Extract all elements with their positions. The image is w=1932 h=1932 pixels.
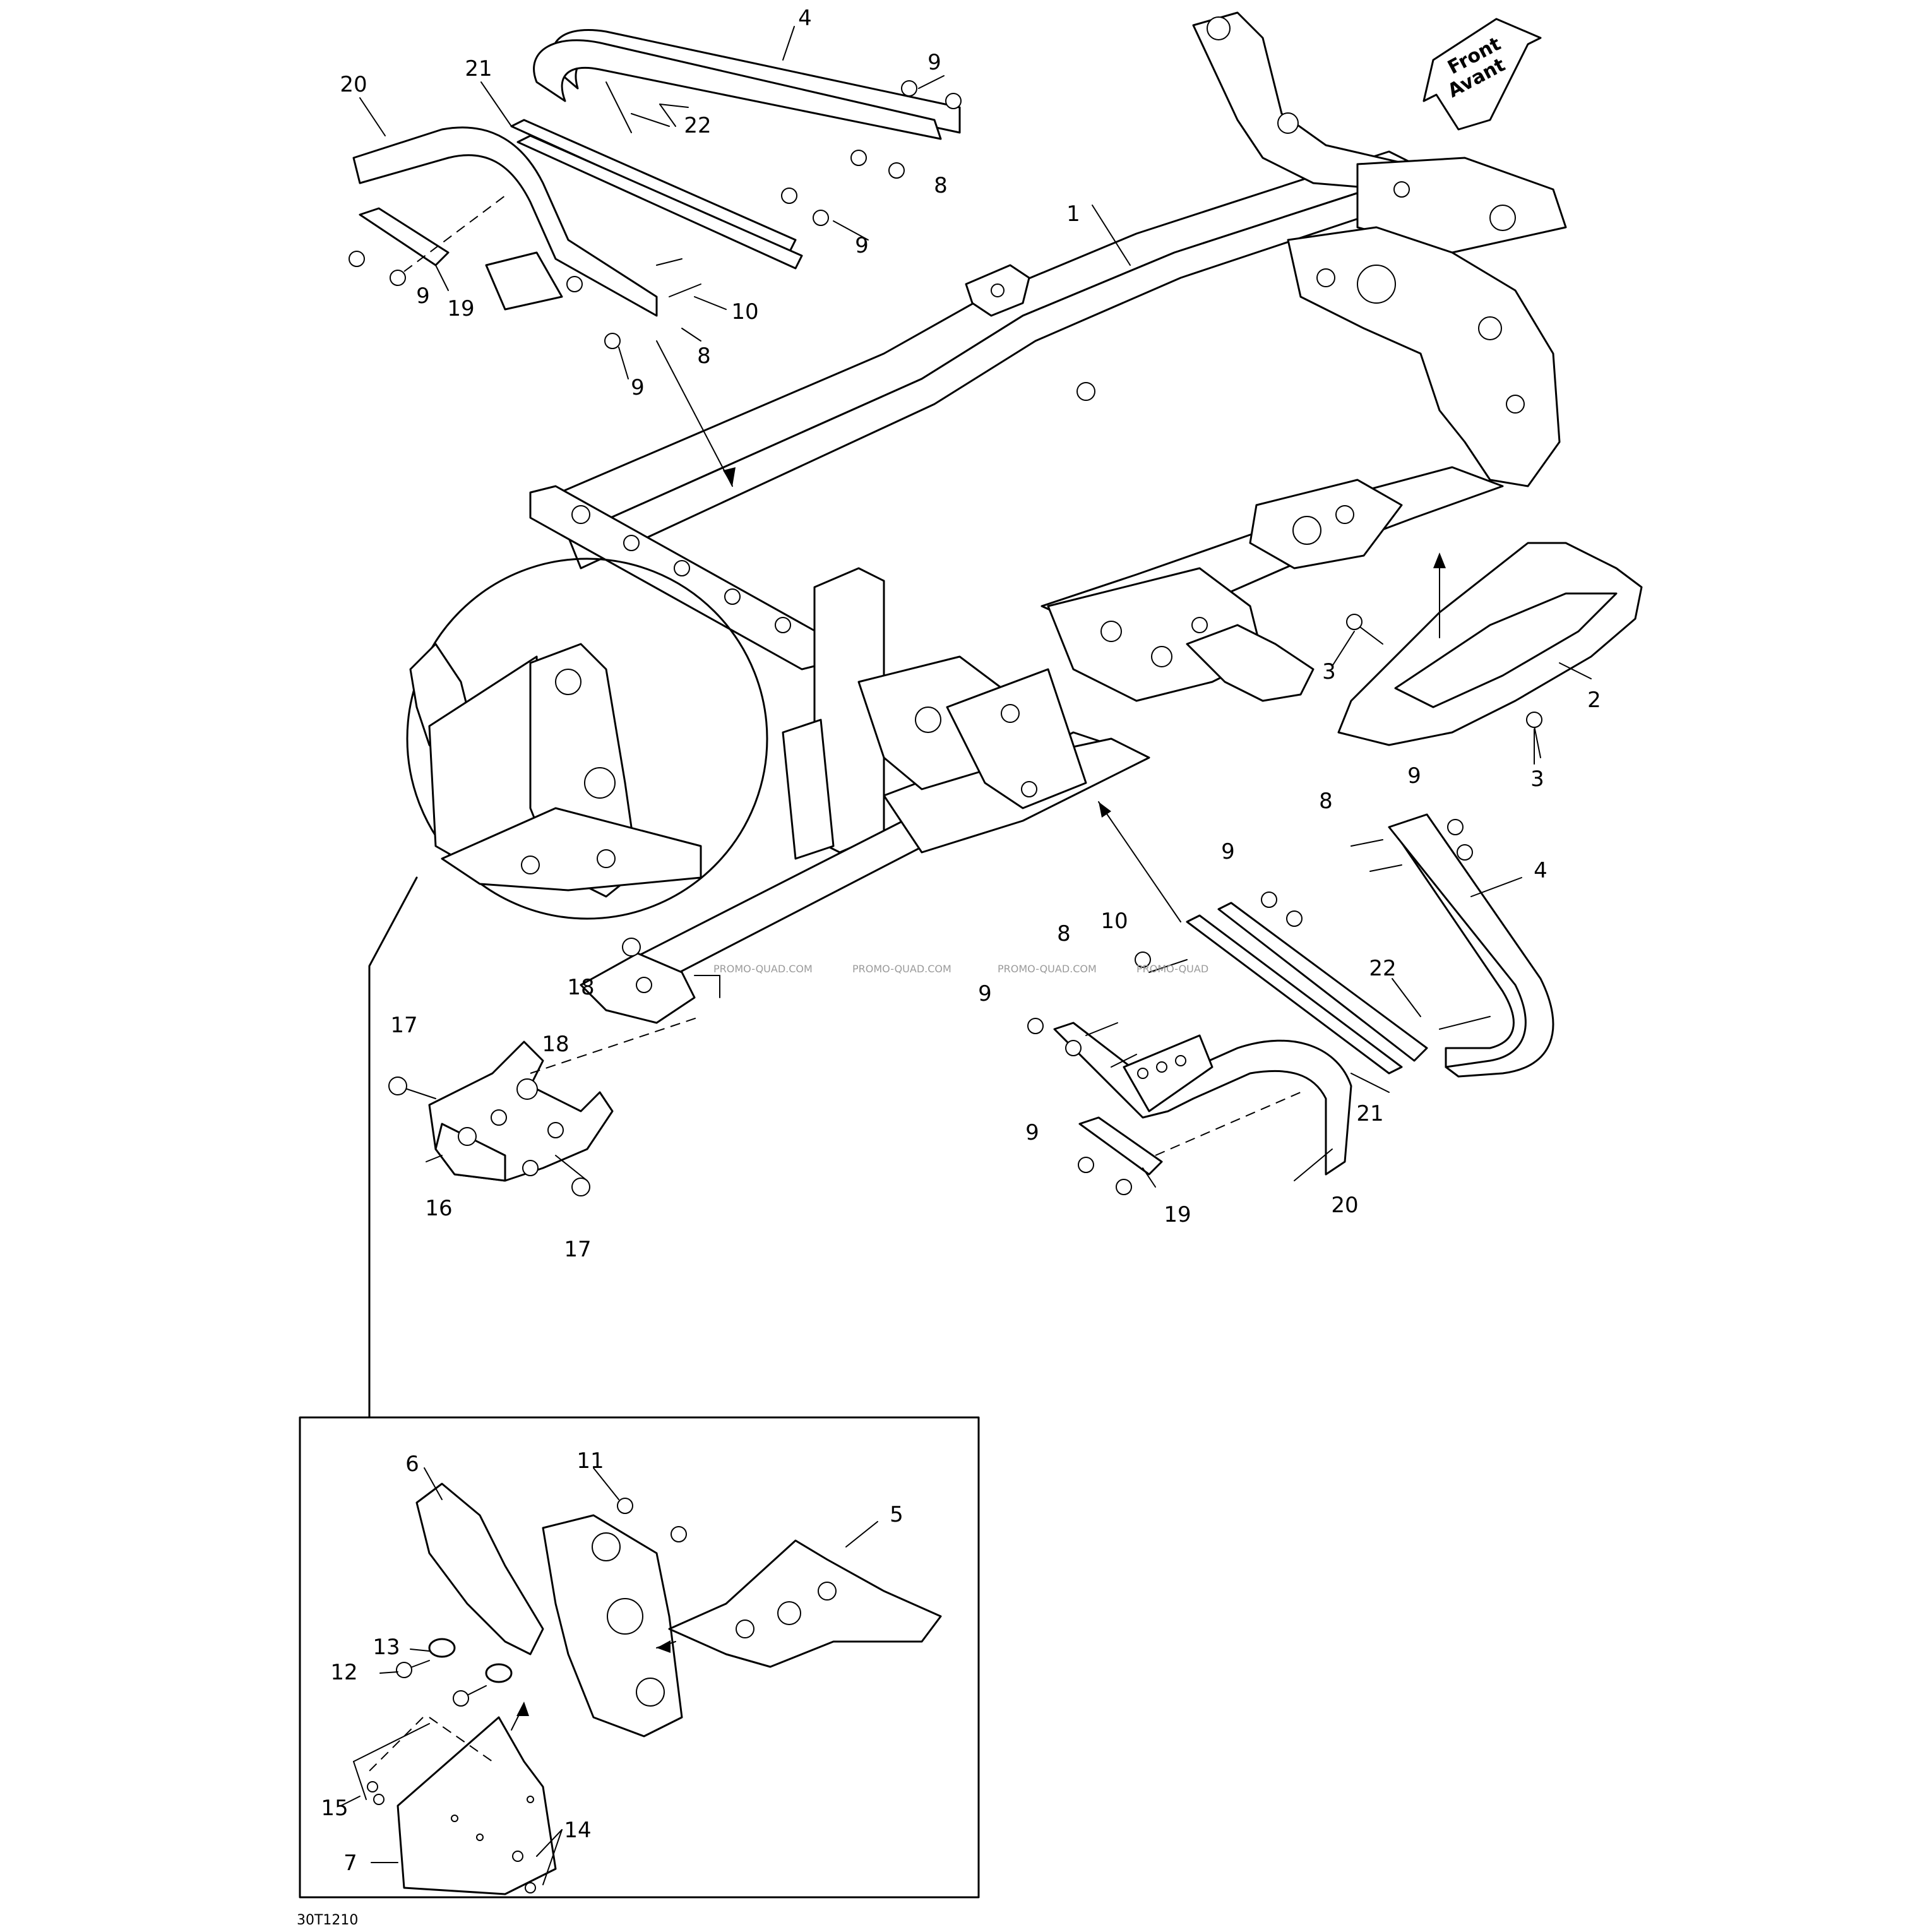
callout-10: 10: [1100, 909, 1128, 934]
main-frame: [529, 11, 1567, 1024]
callout-8: 8: [1057, 921, 1071, 946]
lower-grab-bar-assembly: [1027, 552, 1554, 1195]
callout-9: 9: [855, 233, 869, 258]
callout-10: 10: [731, 299, 758, 325]
watermarks: PROMO-QUAD.COM PROMO-QUAD.COM PROMO-QUAD…: [713, 963, 1208, 975]
rear-bracket: [388, 938, 701, 1196]
callout-7: 7: [343, 1851, 357, 1876]
callout-22: 22: [684, 113, 711, 138]
callout-22: 22: [1369, 956, 1396, 981]
callout-4: 4: [798, 6, 812, 31]
front-direction-arrow: Front Avant: [1422, 18, 1542, 131]
callout-18: 18: [567, 975, 594, 1000]
callout-20: 20: [340, 72, 367, 97]
inset-detail: [299, 1416, 980, 1899]
callout-16: 16: [425, 1196, 452, 1221]
callout-19: 19: [1164, 1202, 1191, 1227]
callout-14: 14: [564, 1818, 591, 1843]
callout-17: 17: [564, 1237, 591, 1262]
watermark-text: PROMO-QUAD.COM: [998, 963, 1097, 975]
callout-9: 9: [416, 283, 430, 309]
callout-9: 9: [978, 981, 992, 1006]
callout-19: 19: [447, 296, 474, 321]
callout-6: 6: [405, 1452, 419, 1477]
callout-12: 12: [330, 1660, 357, 1685]
callout-1: 1: [1066, 201, 1080, 227]
callout-21: 21: [465, 56, 492, 81]
callout-20: 20: [1331, 1193, 1358, 1218]
callout-8: 8: [1319, 789, 1333, 814]
callout-9: 9: [927, 50, 941, 75]
callout-9: 9: [1407, 763, 1421, 789]
callout-17: 17: [390, 1013, 417, 1038]
callout-9: 9: [1221, 839, 1235, 864]
callout-5: 5: [890, 1502, 903, 1527]
rear-support-detail-circle: [368, 558, 768, 1419]
callout-9: 9: [1025, 1120, 1039, 1145]
callout-leaders: [340, 26, 1592, 1885]
callout-8: 8: [934, 173, 948, 198]
upper-grab-bar-assembly: [349, 29, 962, 487]
callout-18: 18: [542, 1032, 569, 1057]
callout-13: 13: [373, 1635, 400, 1660]
drawing-code: 30T1210: [297, 1912, 358, 1928]
callout-8: 8: [697, 343, 711, 369]
watermark-text: PROMO-QUAD.COM: [713, 963, 813, 975]
callout-3: 3: [1530, 766, 1544, 792]
callout-21: 21: [1356, 1101, 1383, 1126]
callout-2: 2: [1587, 688, 1601, 713]
callout-3: 3: [1322, 659, 1336, 684]
callout-4: 4: [1534, 858, 1547, 883]
callout-9: 9: [631, 375, 645, 400]
watermark-text: PROMO-QUAD.COM: [852, 963, 951, 975]
footrest-panel: [1337, 542, 1643, 746]
callout-11: 11: [576, 1448, 604, 1474]
callout-numbers: 4 20 21 22 9 8 9 1 10 8 9 19 9 3 2 3 9 8…: [321, 6, 1601, 1876]
callout-15: 15: [321, 1796, 348, 1821]
watermark-text: PROMO-QUAD: [1136, 963, 1208, 975]
